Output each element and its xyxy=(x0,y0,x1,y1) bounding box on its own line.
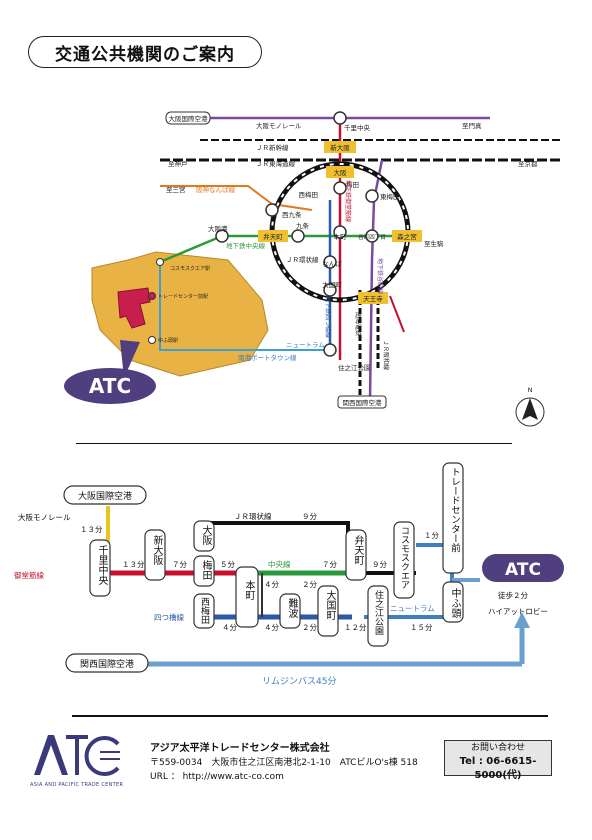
route-chuo: 中央線 xyxy=(268,559,291,569)
atc-pin-tail xyxy=(120,340,140,378)
label-hanshin: 阪神なんば線 xyxy=(196,185,236,194)
route-limousine: リムジンバス45分 xyxy=(262,676,336,687)
route-kansai-airport: 関西国際空港 xyxy=(80,658,134,670)
label-nishi-umeda: 西梅田 xyxy=(299,190,319,199)
t-hon-nam: ４分 xyxy=(264,580,279,589)
t-shin-umeda: ７分 xyxy=(172,560,187,569)
label-chuo: 地下鉄中央線 xyxy=(226,241,266,250)
label-tokaido: ＪＲ東海道線 xyxy=(256,159,296,168)
label-bentencho: 弁天町 xyxy=(263,232,283,241)
route-loop: ＪＲ環状線 xyxy=(234,511,272,521)
label-yotsubashi: 地下鉄四つ橋線 xyxy=(324,296,332,338)
page-title: 交通公共機関のご案内 xyxy=(28,36,262,68)
label-honmachi: 本町 xyxy=(334,232,348,241)
label-sannomiya: 至三宮 xyxy=(166,185,186,194)
contact-box: お問い合わせ Tel : 06-6615-5000(代) xyxy=(444,740,552,781)
label-kadoma: 至門真 xyxy=(462,121,482,130)
atc-building xyxy=(117,287,151,329)
compass-n: N xyxy=(528,386,533,394)
t-dai-sumi: １２分 xyxy=(344,623,367,632)
label-nankai: 南海電鉄 xyxy=(354,312,362,336)
label-senri: 千里中央 xyxy=(344,123,371,132)
t-nam-dai: ２分 xyxy=(302,580,317,589)
route-walk: 徒歩２分 xyxy=(498,590,528,600)
atc-pin-label: ATC xyxy=(89,374,131,398)
atc-pin xyxy=(64,368,156,404)
label-tanimachi: 地下鉄谷町線 xyxy=(376,258,384,294)
label-newtram: ニュートラム xyxy=(286,341,325,349)
label-osaka-airport: 大阪国際空港 xyxy=(169,114,209,123)
label-nishikujo: 西九条 xyxy=(282,210,302,219)
t-hon-nam-b: ４分 xyxy=(264,623,279,632)
route-monorail: 大阪モノレール xyxy=(18,512,71,522)
label-ikoma: 至生駒 xyxy=(424,239,444,248)
company-info: アジア太平洋トレードセンター株式会社 〒559-0034 大阪市住之江区南港北2… xyxy=(150,742,418,784)
t-cosmo-trade: １分 xyxy=(424,531,439,540)
route-osaka-airport: 大阪国際空港 xyxy=(78,490,132,502)
label-shin-osaka: 新大阪 xyxy=(330,143,350,152)
contact-label: お問い合わせ xyxy=(470,743,525,753)
company-url[interactable]: URL ： http://www.atc-co.com xyxy=(150,772,284,782)
label-tennoji: 天王寺 xyxy=(363,295,383,303)
label-monorail: 大阪モノレール xyxy=(256,121,302,130)
route-atc-label: ATC xyxy=(505,560,541,580)
label-daikokucho: 大国町 xyxy=(322,280,342,289)
t-senri-shin: １３分 xyxy=(122,560,145,569)
label-midosuji: 地下鉄御堂筋線 xyxy=(344,180,352,222)
route-loop-time: ９分 xyxy=(302,512,317,521)
route-yotsubashi: 四つ橋線 xyxy=(154,612,184,622)
logo-subtitle: ASIA AND PACIFIC TRADE CENTER xyxy=(30,782,124,788)
label-kyoto: 至京都 xyxy=(518,159,538,168)
route-newtram: ニュートラム xyxy=(390,604,435,613)
label-loop: ＪＲ環状線 xyxy=(286,255,319,264)
label-tanimachi4: 谷町四丁目 xyxy=(358,233,386,241)
label-newtram-full: 南港ポートタウン線 xyxy=(238,353,297,362)
label-umeda: 梅田 xyxy=(346,180,359,189)
company-address: 〒559-0034 大阪市住之江区南港北2-1-10 ATCビルO's棟 518 xyxy=(150,758,418,768)
label-osaka: 大阪 xyxy=(334,168,348,177)
label-namba: なんば xyxy=(322,259,342,268)
label-morinomiya: 森之宮 xyxy=(397,232,417,241)
t-nam-dai-b: ２分 xyxy=(302,623,317,632)
t-sumi-naka: １５分 xyxy=(410,623,433,632)
label-shinkansen: ＪＲ新幹線 xyxy=(256,143,289,152)
route-map: 大阪国際空港 大阪モノレール 千里中央 至門真 ＪＲ新幹線 至神戸 ＪＲ東海道線… xyxy=(64,111,560,427)
label-kansai-airport: 関西国際空港 xyxy=(343,398,383,407)
t-hon-ben: ７分 xyxy=(322,560,337,569)
label-kujo: 九条 xyxy=(296,221,310,230)
label-hanwa: ＪＲ阪和線 xyxy=(382,340,390,370)
section-divider xyxy=(76,443,512,444)
t-ben-cosmo: ９分 xyxy=(372,560,387,569)
label-cosmo-eki: コスモスクエア駅 xyxy=(170,266,210,272)
t-nishi-hon: ４分 xyxy=(222,623,237,632)
label-osakako: 大阪港 xyxy=(208,224,228,233)
label-suminoe: 住之江公園 xyxy=(338,363,371,372)
label-nakafuto-eki: 中ふ頭駅 xyxy=(158,337,178,344)
route-monorail-time: １３分 xyxy=(80,525,103,534)
t-umeda-hon: ５分 xyxy=(220,560,235,569)
contact-tel[interactable]: Tel : 06-6615-5000(代) xyxy=(459,756,537,781)
label-kobe: 至神戸 xyxy=(168,159,188,168)
route-lobby: ハイアットロビー xyxy=(488,607,548,616)
label-trade-eki: トレードセンター前駅 xyxy=(158,293,208,300)
company-name: アジア太平洋トレードセンター株式会社 xyxy=(150,743,330,754)
route-atc-box xyxy=(482,554,564,582)
label-higashi-umeda: 東梅田 xyxy=(380,192,400,201)
footer-divider xyxy=(72,715,548,717)
route-midosuji: 御堂筋線 xyxy=(14,570,44,580)
